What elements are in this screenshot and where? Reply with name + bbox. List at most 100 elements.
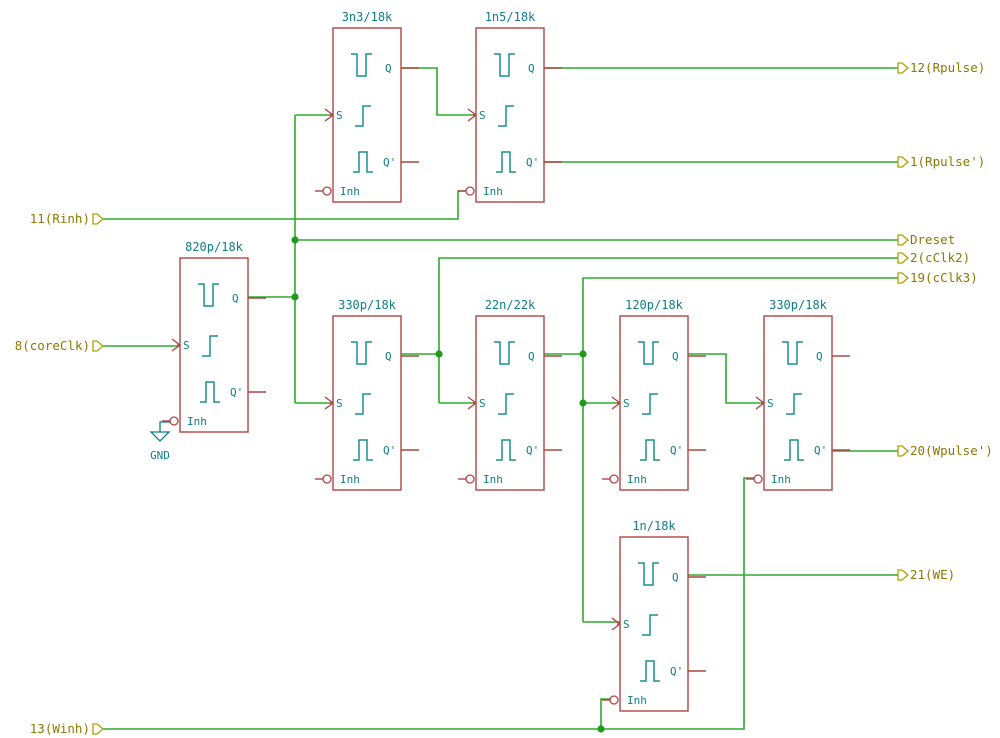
port-label: 1(Rpulse') [910,154,985,169]
wire-winh-1n [600,698,610,729]
port-flag-icon [92,723,105,735]
rising-edge-icon [786,393,802,415]
q-pin-label: Q [816,350,823,363]
block-value-label: 3n3/18k [342,10,393,24]
block-value-label: 1n/18k [632,519,676,533]
s-pin-label: S [183,339,190,352]
block-value-label: 120p/18k [625,298,684,312]
rising-edge-icon [202,335,218,357]
qbar-pin-label: Q' [670,665,683,678]
positive-pulse-icon [496,151,516,173]
rising-edge-icon [355,393,371,415]
qbar-pin-label: Q' [526,444,539,457]
negative-pulse-icon [782,341,803,365]
port-label: 11(Rinh) [30,211,90,226]
clock-arrow-icon [324,108,335,122]
positive-pulse-icon [353,151,373,173]
port-cclk2[interactable]: 2(cClk2) [897,250,970,265]
inh-pin-label: Inh [340,473,360,486]
clock-arrow-icon [324,396,335,410]
negative-pulse-icon [198,283,219,307]
inh-pin-label: Inh [340,185,360,198]
inverting-bubble-icon [753,474,763,484]
block-value-label: 820p/18k [185,240,244,254]
junction-dot [597,725,605,733]
port-flag-icon [92,213,105,225]
q-pin-label: Q [672,571,679,584]
rising-edge-icon [642,614,658,636]
clock-arrow-icon [467,396,478,410]
positive-pulse-icon [200,381,220,403]
port-label: 8(coreClk) [15,338,90,353]
negative-pulse-icon [351,341,372,365]
port-rinh[interactable]: 11(Rinh) [30,211,105,226]
junction-dot [291,236,299,244]
rising-edge-icon [355,105,371,127]
s-pin-label: S [336,109,343,122]
port-flag-icon [92,340,105,352]
wire-rinh [103,190,465,220]
port-flag-icon [897,272,910,284]
q-pin-label: Q [385,350,392,363]
qbar-pin-label: Q' [383,156,396,169]
port-coreclk[interactable]: 8(coreClk) [15,338,105,353]
port-rpulse-bar[interactable]: 1(Rpulse') [897,154,985,169]
inh-pin-label: Inh [627,694,647,707]
wire-120-q [688,353,764,404]
q-pin-label: Q [528,350,535,363]
s-pin-label: S [623,618,630,631]
port-flag-icon [897,156,910,168]
q-pin-label: Q [528,62,535,75]
rising-edge-icon [498,393,514,415]
inh-pin-label: Inh [187,415,207,428]
port-flag-icon [897,445,910,457]
clock-arrow-icon [611,617,622,631]
negative-pulse-icon [638,341,659,365]
port-winh[interactable]: 13(Winh) [30,721,105,736]
qbar-pin-label: Q' [383,444,396,457]
gnd-icon [149,431,171,442]
port-wpulse-bar[interactable]: 20(Wpulse') [897,443,993,458]
ports: 11(Rinh) 8(coreClk) 13(Winh) 12(Rpulse) … [15,60,993,736]
inverting-bubble-icon [169,416,179,426]
qbar-pin-label: Q' [230,386,243,399]
junctions [291,236,605,733]
port-flag-icon [897,234,910,246]
port-rpulse[interactable]: 12(Rpulse) [897,60,985,75]
gnd-label: GND [150,449,170,462]
negative-pulse-icon [638,562,659,586]
junction-dot [579,350,587,358]
rising-edge-icon [642,393,658,415]
block-value-label: 330p/18k [769,298,828,312]
inverting-bubble-icon [322,186,332,196]
negative-pulse-icon [351,53,372,77]
port-we[interactable]: 21(WE) [897,567,955,582]
port-dreset[interactable]: Dreset [897,232,955,247]
port-label: 20(Wpulse') [910,443,993,458]
port-label: 19(cClk3) [910,270,978,285]
block-value-label: 22n/22k [485,298,536,312]
port-label: Dreset [910,232,955,247]
positive-pulse-icon [640,439,660,461]
s-pin-label: S [479,397,486,410]
port-flag-icon [897,569,910,581]
clock-arrow-icon [171,338,182,352]
inverting-bubble-icon [609,474,619,484]
s-pin-label: S [336,397,343,410]
positive-pulse-icon [784,439,804,461]
port-flag-icon [897,62,910,74]
port-label: 13(Winh) [30,721,90,736]
wire-winh [103,477,754,730]
port-cclk3[interactable]: 19(cClk3) [897,270,978,285]
s-pin-label: S [767,397,774,410]
